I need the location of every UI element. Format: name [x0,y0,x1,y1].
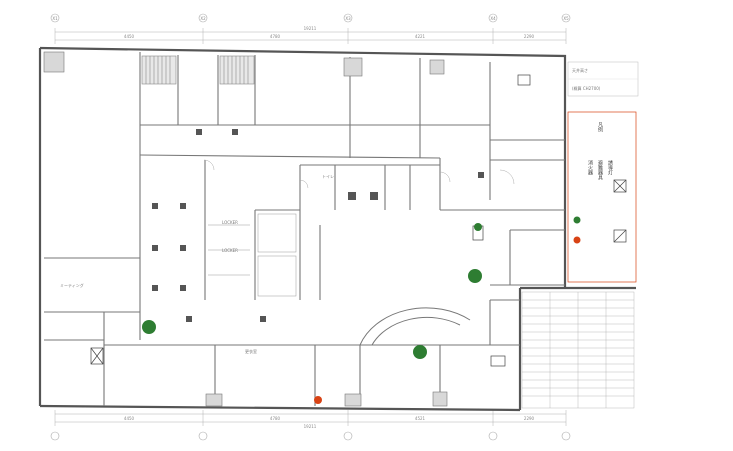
room-label-meeting: ミーティング [60,282,84,288]
legend-box [567,111,637,283]
grid-label-x4: X4 [490,16,496,21]
bottom-dimension-line [54,410,567,426]
grid-label-x5: X5 [563,16,569,21]
bottom-span-2: 4780 [270,416,281,421]
room-label-locker-1: LOCKER [222,220,238,225]
equipment-symbols [90,74,531,367]
room-label-dressing: 更衣室 [245,348,257,354]
door-swings [203,159,515,189]
evacuation-device-marker [314,396,322,404]
bottom-span-3: 4521 [415,416,426,421]
top-span-1: 4450 [124,34,135,39]
fire-extinguisher-marker-2 [468,269,482,283]
shafts [43,51,448,407]
stair-top-left [141,55,255,85]
bottom-span-4: 2290 [524,416,535,421]
room-label-toilet: トイレ [322,174,334,179]
fire-extinguisher-marker-1 [142,320,156,334]
legend-symbol-evacuation [573,236,581,244]
legend-symbol-extinguisher [573,216,581,224]
top-span-4: 2290 [524,34,535,39]
bottom-span-1: 4450 [124,416,135,421]
grid-label-x2: X2 [200,16,206,21]
top-overall-dimension: 19211 [304,26,317,31]
outer-walls [38,46,636,412]
room-label-locker-2: LOCKER [222,248,238,253]
legend-symbol-sign [613,179,627,193]
legend-item-1-label: 消火器 [587,159,593,176]
bottom-overall-dimension: 19211 [304,424,317,429]
fire-extinguisher-marker-3 [413,345,427,359]
note-line-1: 天井高さ [572,67,588,73]
legend-title: 凡例 [597,122,603,133]
legend-item-2-label: 避難器具 [597,159,603,181]
interior-walls [44,52,565,406]
grid-label-x1: X1 [52,16,58,21]
note-line-2: (概算 CH2700) [572,85,601,91]
top-span-3: 4221 [415,34,426,39]
locker-room [208,213,297,297]
grid-axis-labels: X1 X2 X3 X4 X5 [50,13,571,441]
top-dimension-line [54,28,567,44]
furniture [152,129,484,322]
legend-item-3-label: 誘導灯 [607,159,613,176]
top-right-note [567,61,639,97]
curved-wall [359,307,471,346]
top-span-2: 4780 [270,34,281,39]
fire-extinguisher-marker-4 [474,223,482,231]
grid-label-x3: X3 [345,16,351,21]
external-stair [521,291,635,409]
